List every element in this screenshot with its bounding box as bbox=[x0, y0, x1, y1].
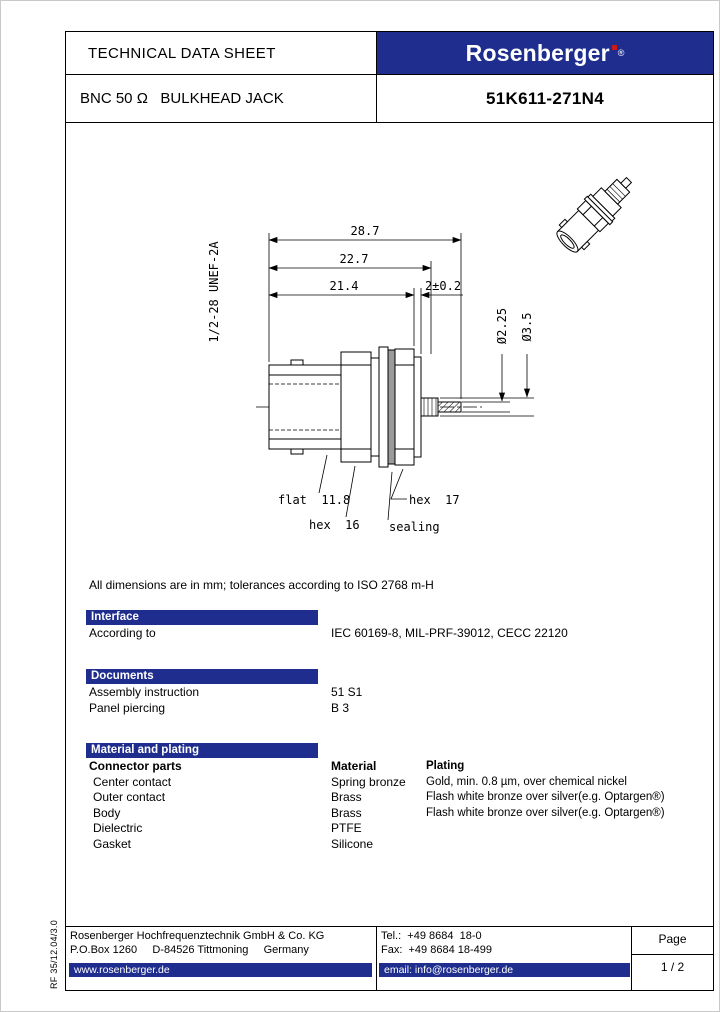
interface-row: According to IEC 60169-8, MIL-PRF-39012,… bbox=[66, 626, 713, 641]
material-row: Body Brass Flash white bronze over silve… bbox=[66, 806, 713, 821]
documents-label: Panel piercing bbox=[89, 700, 166, 715]
col-plating: Plating bbox=[426, 760, 465, 772]
material-plating: Flash white bronze over silver(e.g. Opta… bbox=[426, 806, 665, 819]
footer-page-block: Page 1 / 2 bbox=[632, 927, 713, 990]
hex17-panel-nut bbox=[394, 348, 415, 466]
dim-22-7: 22.7 bbox=[340, 252, 369, 266]
interface-value: IEC 60169-8, MIL-PRF-39012, CECC 22120 bbox=[331, 626, 568, 640]
footer-contact-block: Tel.: +49 8684 18-0 Fax: +49 8684 18-499… bbox=[377, 927, 632, 990]
material-row: Center contact Spring bronze Gold, min. … bbox=[66, 775, 713, 790]
material-row: Gasket Silicone bbox=[66, 837, 713, 852]
dim-overall-length: 28.7 bbox=[351, 224, 380, 238]
material-part: Body bbox=[93, 805, 121, 820]
dia-2-25-label: Ø2.25 bbox=[495, 308, 509, 344]
dimension-texts: 28.7 22.7 21.4 2±0.2 1/2-28 UNEF-2A Ø2.2… bbox=[207, 224, 534, 534]
material-part: Dielectric bbox=[93, 821, 143, 835]
section-interface: Interface According to IEC 60169-8, MIL-… bbox=[66, 610, 713, 641]
telephone: Tel.: +49 8684 18-0 bbox=[381, 930, 482, 942]
thread-spec-label: 1/2-28 UNEF-2A bbox=[207, 241, 221, 343]
page-divider bbox=[632, 954, 713, 955]
header-row-2: BNC 50 Ω BULKHEAD JACK 51K611-271N4 bbox=[66, 75, 713, 123]
email-link[interactable]: email: info@rosenberger.de bbox=[379, 963, 630, 977]
dia-3-5-label: Ø3.5 bbox=[520, 313, 534, 342]
threaded-shaft bbox=[420, 397, 439, 417]
bayonet-pin-top bbox=[290, 359, 304, 366]
document-title: TECHNICAL DATA SHEET bbox=[66, 32, 377, 74]
material-row: Outer contact Brass Flash white bronze o… bbox=[66, 790, 713, 805]
logo-red-square-icon bbox=[611, 44, 617, 50]
flat-label: flat 11.8 bbox=[278, 493, 350, 507]
sealing-label: sealing bbox=[389, 520, 440, 534]
material-plating: Flash white bronze over silver(e.g. Opta… bbox=[426, 791, 665, 803]
col-material: Material bbox=[331, 759, 377, 773]
product-description: BNC 50 Ω BULKHEAD JACK bbox=[66, 75, 377, 122]
material-part: Center contact bbox=[93, 774, 172, 789]
hex17-label: hex 17 bbox=[409, 493, 460, 507]
material-material: Brass bbox=[331, 790, 362, 804]
dim-21-4: 21.4 bbox=[330, 279, 359, 293]
material-material: Spring bronze bbox=[331, 774, 406, 789]
registered-trademark: ® bbox=[617, 48, 625, 58]
washer-2 bbox=[413, 356, 422, 458]
isometric-view bbox=[556, 176, 633, 253]
bayonet-pin-bottom bbox=[290, 448, 304, 455]
material-part: Outer contact bbox=[93, 790, 166, 804]
dim-panel-thickness: 2±0.2 bbox=[425, 279, 461, 293]
page-footer: Rosenberger Hochfrequenztechnik GmbH & C… bbox=[66, 926, 713, 990]
sealing-gasket bbox=[387, 349, 396, 465]
page-label: Page bbox=[658, 932, 687, 946]
center-pin bbox=[437, 401, 462, 413]
material-heading: Material and plating bbox=[86, 743, 318, 758]
material-material: PTFE bbox=[331, 821, 362, 835]
flange bbox=[378, 346, 389, 468]
hex16-label: hex 16 bbox=[309, 518, 360, 532]
material-row: Dielectric PTFE bbox=[66, 821, 713, 836]
material-part: Gasket bbox=[93, 836, 132, 851]
page-frame: TECHNICAL DATA SHEET Rosenberger ® BNC 50… bbox=[65, 31, 714, 991]
documents-row: Panel piercing B 3 bbox=[66, 701, 713, 716]
material-material: Brass bbox=[331, 805, 362, 820]
rosenberger-logo: Rosenberger ® bbox=[377, 32, 713, 74]
material-material: Silicone bbox=[331, 836, 374, 851]
hex16-section bbox=[340, 351, 372, 463]
connector-section-view bbox=[256, 346, 482, 468]
section-material: Material and plating Connector parts Mat… bbox=[66, 743, 713, 851]
website-link[interactable]: www.rosenberger.de bbox=[69, 963, 372, 977]
material-plating: Gold, min. 0.8 µm, over chemical nickel bbox=[426, 775, 627, 788]
company-address: P.O.Box 1260 D-84526 Tittmoning Germany bbox=[70, 944, 309, 956]
documents-value: B 3 bbox=[331, 700, 350, 715]
section-documents: Documents Assembly instruction 51 S1 Pan… bbox=[66, 669, 713, 715]
interface-label: According to bbox=[89, 626, 156, 640]
header-row-1: TECHNICAL DATA SHEET Rosenberger ® bbox=[66, 32, 713, 75]
form-revision-code: RF 35/12.04/3.0 bbox=[49, 919, 59, 989]
interface-heading: Interface bbox=[86, 610, 318, 625]
dimensions-note: All dimensions are in mm; tolerances acc… bbox=[89, 578, 434, 592]
bnc-body bbox=[268, 364, 342, 450]
material-header-row: Connector parts Material Plating bbox=[66, 759, 713, 774]
brand-name: Rosenberger bbox=[465, 39, 610, 66]
footer-company-block: Rosenberger Hochfrequenztechnik GmbH & C… bbox=[66, 927, 377, 990]
washer-1 bbox=[370, 357, 380, 457]
col-connector-parts: Connector parts bbox=[89, 759, 182, 773]
documents-label: Assembly instruction bbox=[89, 685, 200, 699]
content-area: 28.7 22.7 21.4 2±0.2 1/2-28 UNEF-2A Ø2.2… bbox=[66, 122, 713, 926]
technical-drawing: 28.7 22.7 21.4 2±0.2 1/2-28 UNEF-2A Ø2.2… bbox=[207, 176, 633, 534]
part-number: 51K611-271N4 bbox=[486, 88, 604, 108]
company-name: Rosenberger Hochfrequenztechnik GmbH & C… bbox=[70, 930, 325, 942]
fax: Fax: +49 8684 18-499 bbox=[381, 944, 492, 956]
documents-row: Assembly instruction 51 S1 bbox=[66, 685, 713, 700]
dimension-lines bbox=[268, 233, 534, 521]
documents-heading: Documents bbox=[86, 669, 318, 684]
documents-value: 51 S1 bbox=[331, 685, 363, 699]
page-number: 1 / 2 bbox=[660, 960, 685, 974]
